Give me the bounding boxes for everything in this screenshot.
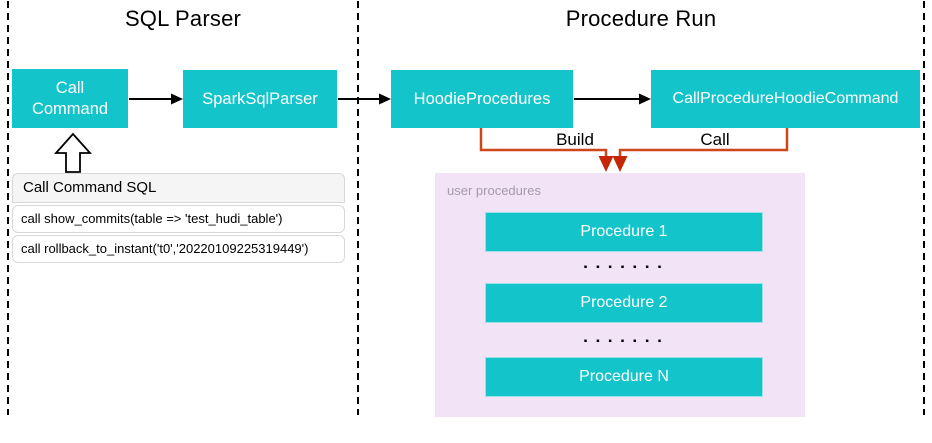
build-connector [479, 128, 614, 172]
node-sparksqlparser: SparkSqlParser [183, 70, 337, 128]
node-procedure-n: Procedure N [485, 357, 763, 397]
procedure-1-label: Procedure 1 [580, 223, 668, 240]
ellipsis-dots: ▪ ▪ ▪ ▪ ▪ ▪ ▪ [583, 262, 665, 273]
edge-label-call: Call [700, 130, 730, 149]
node-call-command: Call Command [12, 69, 128, 128]
node-hoodieprocedures: HoodieProcedures [391, 70, 573, 128]
node-hoodieprocedures-label: HoodieProcedures [413, 89, 551, 108]
up-arrow-icon [53, 132, 93, 173]
arrow-sparksqlparser-to-hoodieprocedures [338, 93, 391, 105]
call-command-sql-table: Call Command SQL call show_commits(table… [12, 173, 345, 263]
arrow-hoodieprocedures-to-callprocedurehoodiecommand [574, 93, 651, 105]
procedure-2-label: Procedure 2 [580, 294, 668, 311]
user-procedures-panel: user procedures Procedure 1 ▪ ▪ ▪ ▪ ▪ ▪ … [435, 173, 805, 417]
node-sparksqlparser-label: SparkSqlParser [202, 89, 318, 108]
sql-table-row: call rollback_to_instant('t0','202201092… [12, 235, 345, 263]
section-title-sql-parser: SQL Parser [124, 6, 242, 31]
arrow-callcommand-to-sparksqlparser [129, 93, 183, 105]
node-procedure-1: Procedure 1 [485, 212, 763, 252]
node-call-command-label: Call Command [31, 78, 109, 118]
sql-table-row: call show_commits(table => 'test_hudi_ta… [12, 205, 345, 233]
call-connector [612, 128, 789, 172]
procedure-n-label: Procedure N [579, 368, 669, 385]
node-callprocedurehoodiecommand: CallProcedureHoodieCommand [651, 70, 920, 128]
sql-table-header: Call Command SQL [12, 173, 345, 203]
section-title-procedure-run: Procedure Run [565, 6, 717, 31]
edge-label-build: Build [556, 130, 594, 149]
node-callprocedurehoodiecommand-label: CallProcedureHoodieCommand [672, 90, 899, 107]
user-procedures-label: user procedures [447, 183, 541, 198]
ellipsis-dots: ▪ ▪ ▪ ▪ ▪ ▪ ▪ [583, 336, 665, 347]
node-procedure-2: Procedure 2 [485, 283, 763, 323]
